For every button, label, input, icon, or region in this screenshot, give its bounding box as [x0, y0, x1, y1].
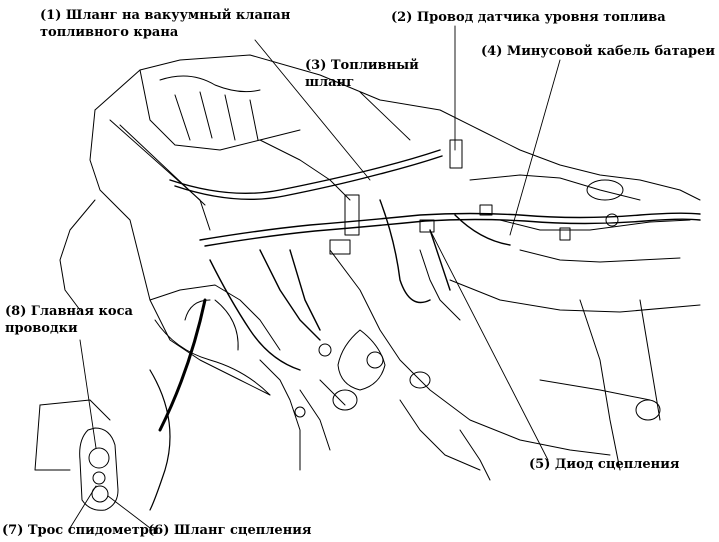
callout-4-text: (4) Минусовой кабель батареи	[481, 44, 716, 59]
callout-5-clutch-diode: (5) Диод сцепления	[529, 456, 679, 473]
callout-4-battery-negative-cable: (4) Минусовой кабель батареи	[481, 43, 715, 60]
callout-2-text: (2) Провод датчика уровня топлива	[391, 10, 666, 25]
callout-3-fuel-hose: (3) Топливный шланг	[305, 57, 419, 91]
hose-bundle	[169, 149, 701, 371]
callout-2-fuel-level-sensor-wire: (2) Провод датчика уровня топлива	[391, 9, 666, 26]
callout-8-line1: (8) Главная коса	[5, 304, 133, 319]
callout-3-line1: (3) Топливный	[305, 58, 419, 73]
callout-6-text: (6) Шланг сцепления	[148, 523, 312, 538]
engine-and-frame-outline	[59, 54, 701, 481]
callout-1-vacuum-hose: (1) Шланг на вакуумный клапан топливного…	[40, 7, 290, 41]
callout-5-text: (5) Диод сцепления	[529, 457, 680, 472]
callout-1-line1: (1) Шланг на вакуумный клапан	[40, 8, 291, 23]
callout-8-line2: проводки	[5, 321, 78, 336]
callout-7-text: (7) Трос спидометра	[2, 523, 158, 538]
leader-lines	[69, 25, 561, 529]
callout-3-line2: шланг	[305, 75, 355, 90]
callout-8-main-wire-harness: (8) Главная коса проводки	[5, 303, 133, 337]
callout-6-clutch-hose: (6) Шланг сцепления	[148, 522, 311, 539]
callout-7-speedometer-cable: (7) Трос спидометра	[2, 522, 157, 539]
callout-1-line2: топливного крана	[40, 25, 179, 40]
connectors	[294, 139, 619, 418]
inset-detail	[34, 298, 207, 511]
